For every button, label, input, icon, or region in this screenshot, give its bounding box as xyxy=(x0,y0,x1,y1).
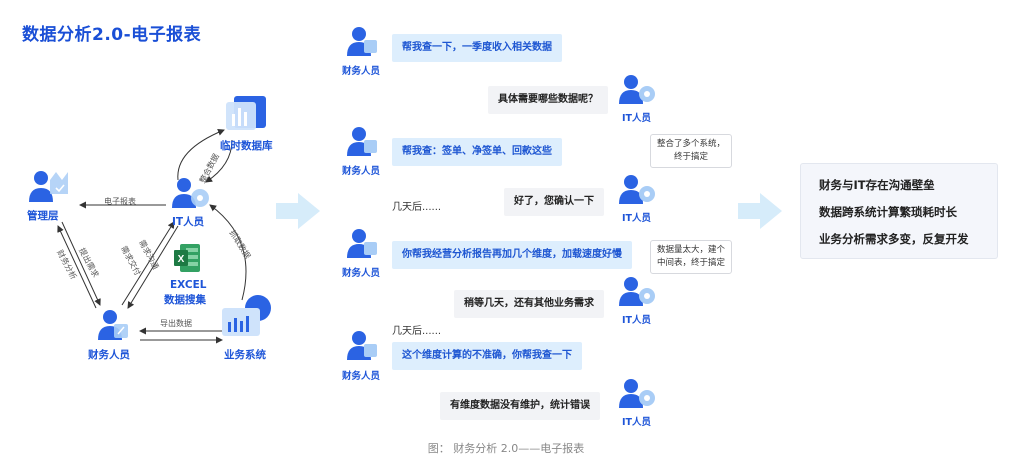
edge-submit-req xyxy=(61,221,101,306)
summary-item: 数据跨系统计算繁琐耗时长 xyxy=(819,205,957,219)
chat-message-finance: 帮我查：签单、净签单、回款这些 xyxy=(392,138,562,166)
role-it: IT人员 xyxy=(622,417,652,428)
it-avatar-icon xyxy=(619,379,655,408)
chat-message-it: 具体需要哪些数据呢？ xyxy=(488,86,608,114)
node-temp-db: 临时数据库 xyxy=(220,140,273,152)
flow-diagram xyxy=(57,129,247,344)
edge-delivery xyxy=(127,225,179,309)
edge-extract xyxy=(209,204,247,301)
chat-message-it: 稍等几天，还有其他业务需求 xyxy=(454,290,604,318)
figure-caption: 图： 财务分析 2.0——电子报表 xyxy=(427,442,585,455)
edge-label-report: 电子报表 xyxy=(104,197,136,206)
chat-message-finance: 你帮我经营分析报告再加几个维度，加载速度好慢 xyxy=(392,241,632,269)
database-chart-icon xyxy=(226,96,266,130)
edge-req-comm xyxy=(121,221,175,306)
it-avatar-icon xyxy=(619,75,655,104)
summary-panel: 财务与IT存在沟通壁垒 数据跨系统计算繁琐耗时长 业务分析需求多变，反复开发 xyxy=(800,163,998,259)
chat-message-finance: 帮我查一下，一季度收入相关数据 xyxy=(392,34,562,62)
note-data-volume: 数据量太大，建个 中间表，终于搞定 xyxy=(650,240,733,274)
business-system-icon xyxy=(222,295,271,336)
finance-person-icon xyxy=(98,310,128,340)
flow-arrow-right-icon xyxy=(738,193,782,229)
edge-temp-to-it xyxy=(177,129,225,181)
days-later-text: 几天后...... xyxy=(392,326,442,337)
role-finance: 财务人员 xyxy=(342,268,381,279)
it-person-icon xyxy=(172,178,209,208)
edge-integrate xyxy=(205,139,233,183)
finance-avatar-icon xyxy=(347,27,377,56)
role-finance: 财务人员 xyxy=(342,371,381,382)
edge-label-export: 导出数据 xyxy=(160,319,192,328)
it-avatar-icon xyxy=(619,277,655,306)
node-it: IT人员 xyxy=(172,216,205,228)
chat-message-finance: 这个维度计算的不准确，你帮我查一下 xyxy=(392,342,582,370)
note-integrated: 整合了多个系统， 终于搞定 xyxy=(650,134,733,168)
chat-message-it: 有维度数据没有维护，统计错误 xyxy=(440,392,600,420)
finance-avatar-icon xyxy=(347,331,377,360)
role-it: IT人员 xyxy=(622,213,652,224)
excel-icon: X xyxy=(174,244,200,272)
node-excel: EXCEL xyxy=(170,279,207,291)
node-excel-sub: 数据搜集 xyxy=(164,294,206,306)
role-it: IT人员 xyxy=(622,315,652,326)
chat-message-it: 好了，您确认一下 xyxy=(504,188,604,216)
days-later-text: 几天后...... xyxy=(392,202,442,213)
it-avatar-icon xyxy=(619,175,655,204)
node-finance: 财务人员 xyxy=(88,349,130,361)
management-person-icon xyxy=(29,171,68,202)
node-management: 管理层 xyxy=(27,210,59,222)
finance-avatar-icon xyxy=(347,127,377,156)
role-it: IT人员 xyxy=(622,113,652,124)
page-title: 数据分析2.0-电子报表 xyxy=(22,25,202,45)
summary-item: 业务分析需求多变，反复开发 xyxy=(819,232,969,246)
role-finance: 财务人员 xyxy=(342,66,381,77)
edge-finance-analysis xyxy=(57,225,97,309)
node-biz-system: 业务系统 xyxy=(224,349,266,361)
role-finance: 财务人员 xyxy=(342,166,381,177)
flow-arrow-right-icon xyxy=(276,193,320,229)
finance-avatar-icon xyxy=(347,229,377,258)
summary-item: 财务与IT存在沟通壁垒 xyxy=(819,178,935,192)
svg-text:X: X xyxy=(178,254,185,265)
